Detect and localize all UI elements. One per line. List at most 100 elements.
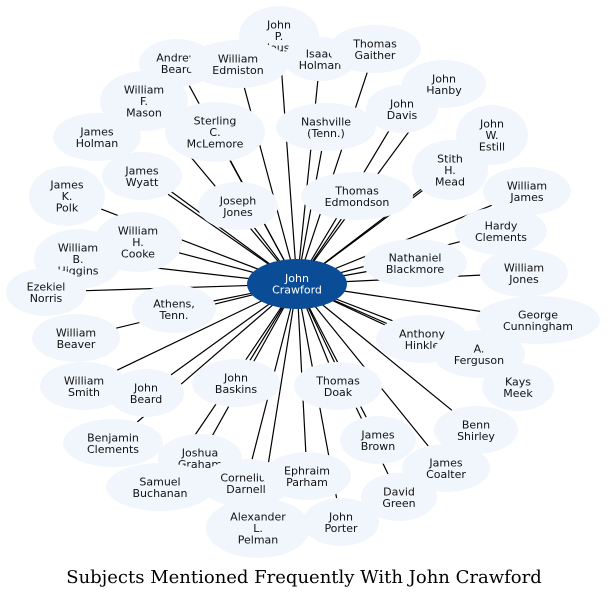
node-label: Athens,Tenn. — [153, 297, 195, 322]
node-bubble — [329, 25, 421, 73]
node-nashville-tenn[interactable]: Nashville(Tenn.) — [276, 103, 376, 151]
edge-john-p-house — [280, 65, 298, 285]
node-bubble — [102, 152, 182, 200]
node-bubble — [340, 416, 416, 464]
diagram-title: Subjects Mentioned Frequently With John … — [66, 567, 542, 588]
node-bubble — [434, 406, 518, 454]
node-bubble — [366, 85, 438, 133]
node-bubble — [188, 40, 288, 88]
node-bubble — [276, 103, 376, 151]
node-bubble — [482, 363, 554, 411]
node-bubble — [455, 207, 547, 255]
node-bubble — [361, 473, 437, 521]
node-bubble — [206, 498, 310, 558]
node-bubble — [63, 419, 163, 467]
node-bubble — [198, 182, 278, 230]
node-bubble — [363, 239, 467, 287]
edge-ephraim-parham — [296, 283, 307, 453]
node-bubble — [301, 172, 413, 220]
node-athens-tenn[interactable]: Athens,Tenn. — [132, 285, 216, 333]
edge-james-coalter — [296, 283, 429, 447]
node-bubble — [476, 296, 600, 344]
node-bubble — [100, 71, 188, 131]
node-bubble — [303, 498, 379, 546]
node-bubble — [192, 359, 280, 407]
node-bubble — [6, 268, 86, 316]
node-label: Nashville(Tenn.) — [301, 115, 351, 140]
center-node-ellipse — [247, 259, 347, 309]
